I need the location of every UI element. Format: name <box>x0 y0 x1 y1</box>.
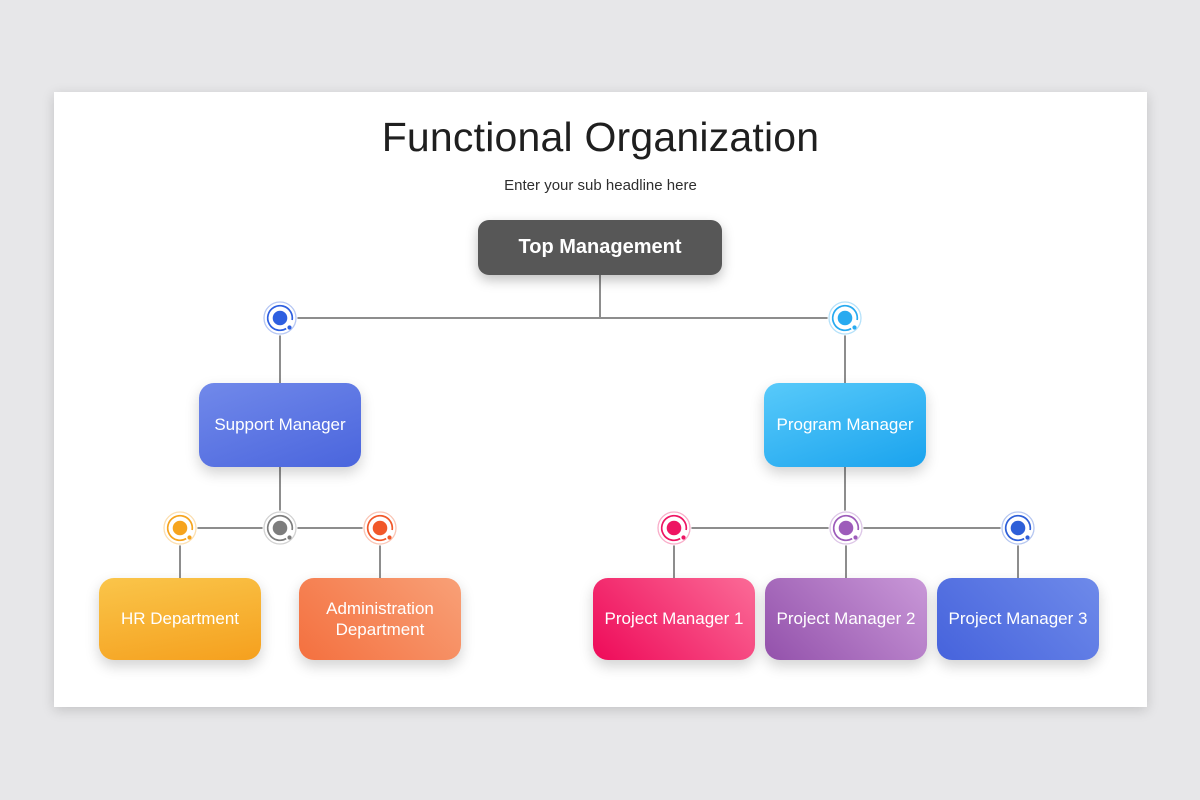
project-manager-1-label: Project Manager 1 <box>604 609 744 629</box>
support-manager-box: Support Manager <box>199 383 361 467</box>
project-manager-2-label: Project Manager 2 <box>776 609 916 629</box>
connector-line <box>844 318 846 383</box>
page-subtitle: Enter your sub headline here <box>504 177 697 194</box>
connector-line <box>279 467 281 528</box>
project-manager-1-node-icon <box>654 508 694 548</box>
support-branch-node-icon <box>260 298 300 338</box>
administration-node-icon <box>360 508 400 548</box>
page-title: Functional Organization <box>381 114 820 160</box>
hr-department-label: HR Department <box>120 609 240 629</box>
connector-line <box>844 467 846 528</box>
project-manager-3-label: Project Manager 3 <box>948 609 1088 629</box>
connector-line <box>280 317 845 319</box>
connector-line <box>845 528 847 578</box>
project-manager-3-node-icon <box>998 508 1038 548</box>
slide-header: Functional Organization Enter your sub h… <box>54 114 1147 194</box>
project-manager-1-box: Project Manager 1 <box>593 578 755 660</box>
administration-department-label: Administration Department <box>326 598 434 639</box>
hr-node-icon <box>160 508 200 548</box>
program-manager-box: Program Manager <box>764 383 926 467</box>
top-management-box: Top Management <box>478 220 722 275</box>
support-junction-node-icon <box>260 508 300 548</box>
program-manager-label: Program Manager <box>776 415 914 435</box>
support-manager-label: Support Manager <box>214 415 346 435</box>
project-manager-3-box: Project Manager 3 <box>937 578 1099 660</box>
connector-line <box>179 528 181 578</box>
hr-department-box: HR Department <box>99 578 261 660</box>
administration-department-box: Administration Department <box>299 578 461 660</box>
top-management-label: Top Management <box>518 236 682 258</box>
connector-line <box>1017 528 1019 578</box>
project-manager-2-node-icon <box>826 508 866 548</box>
slide-canvas: Functional Organization Enter your sub h… <box>54 92 1147 707</box>
connector-line <box>279 318 281 383</box>
connector-line <box>379 528 381 578</box>
project-manager-2-box: Project Manager 2 <box>765 578 927 660</box>
connector-line <box>673 528 675 578</box>
connector-line <box>599 275 601 318</box>
program-branch-node-icon <box>825 298 865 338</box>
